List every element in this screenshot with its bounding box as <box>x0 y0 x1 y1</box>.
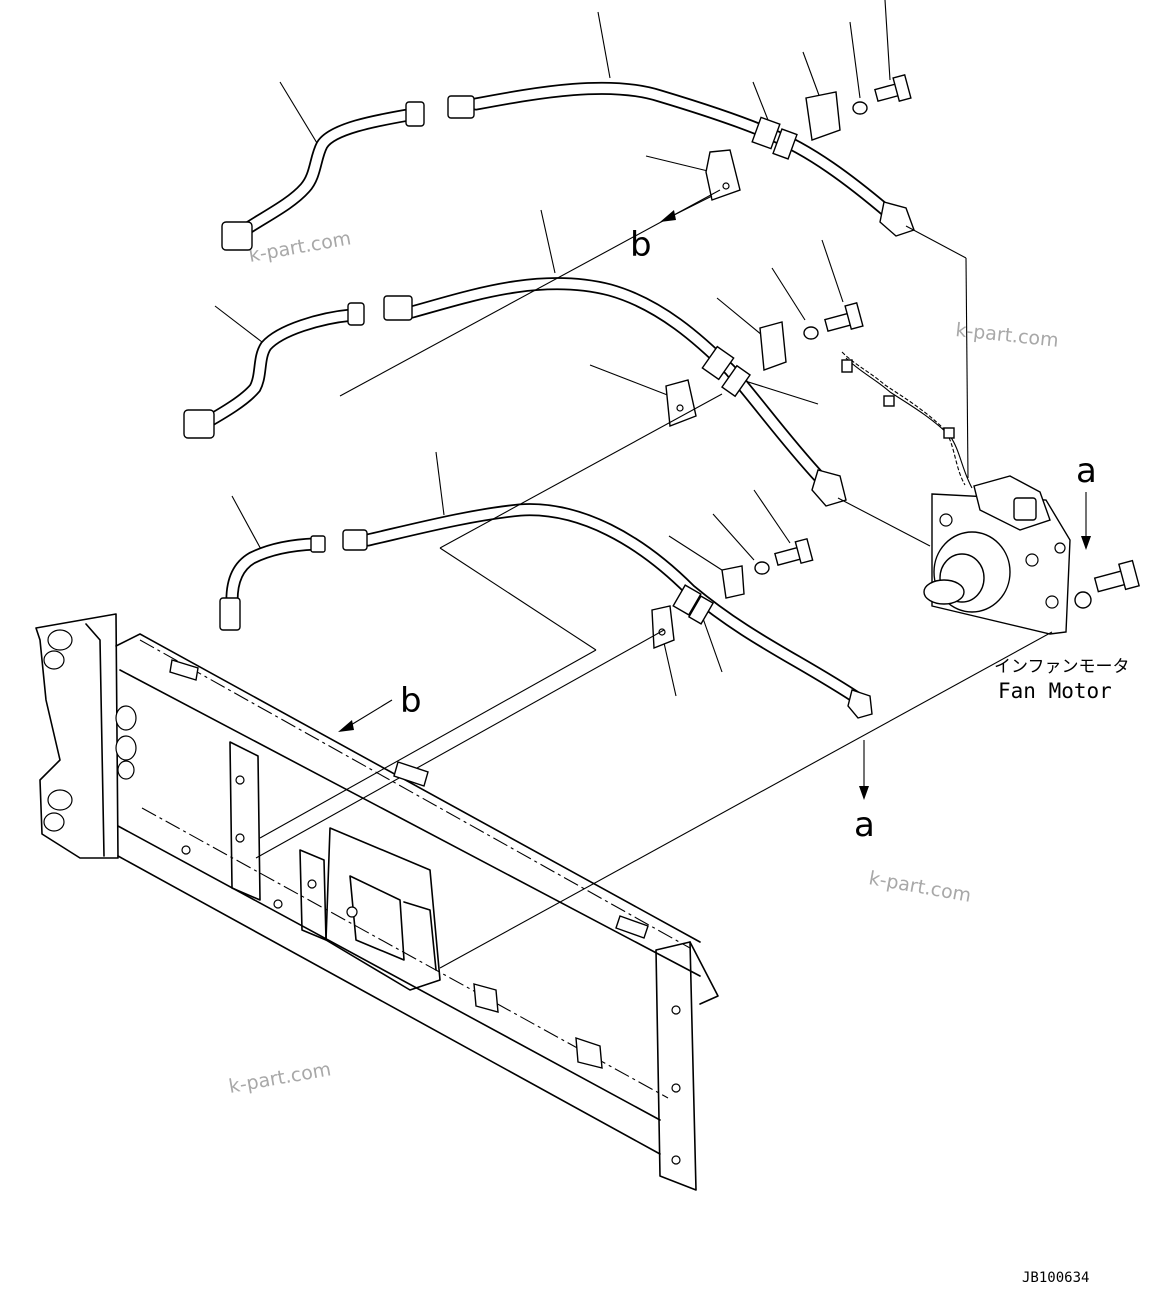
label-b-lower: b <box>400 681 422 721</box>
clamps-and-fasteners <box>651 73 1140 650</box>
frame-assembly <box>35 613 719 1191</box>
steel-pipe-bottom <box>219 535 326 631</box>
hose-top <box>447 81 915 237</box>
watermark-2: k-part.com <box>954 319 1059 352</box>
guide-lines <box>255 189 1053 969</box>
leader-lines <box>214 0 891 697</box>
text-labels: b b a a インファンモータ Fan Motor JB100634 <box>400 225 1130 1286</box>
fan-motor-label-en: Fan Motor <box>998 679 1112 703</box>
label-a-upper: a <box>1076 451 1097 491</box>
steel-pipe-top <box>221 101 425 251</box>
reference-arrows <box>338 195 1091 800</box>
drawing-code: JB100634 <box>1022 1270 1089 1286</box>
sensor-harness <box>841 351 973 489</box>
label-a-lower: a <box>854 805 875 845</box>
watermark-4: k-part.com <box>227 1058 333 1098</box>
hose-middle <box>383 277 847 507</box>
watermarks: k-part.com k-part.com k-part.com k-part.… <box>227 227 1060 1098</box>
hose-bottom <box>342 503 873 719</box>
watermark-3: k-part.com <box>867 867 973 907</box>
label-b-upper: b <box>630 225 652 265</box>
watermark-1: k-part.com <box>247 227 353 267</box>
steel-pipe-middle <box>183 302 365 439</box>
fan-motor-label-jp: インファンモータ <box>994 657 1130 677</box>
fan-motor <box>923 475 1071 635</box>
